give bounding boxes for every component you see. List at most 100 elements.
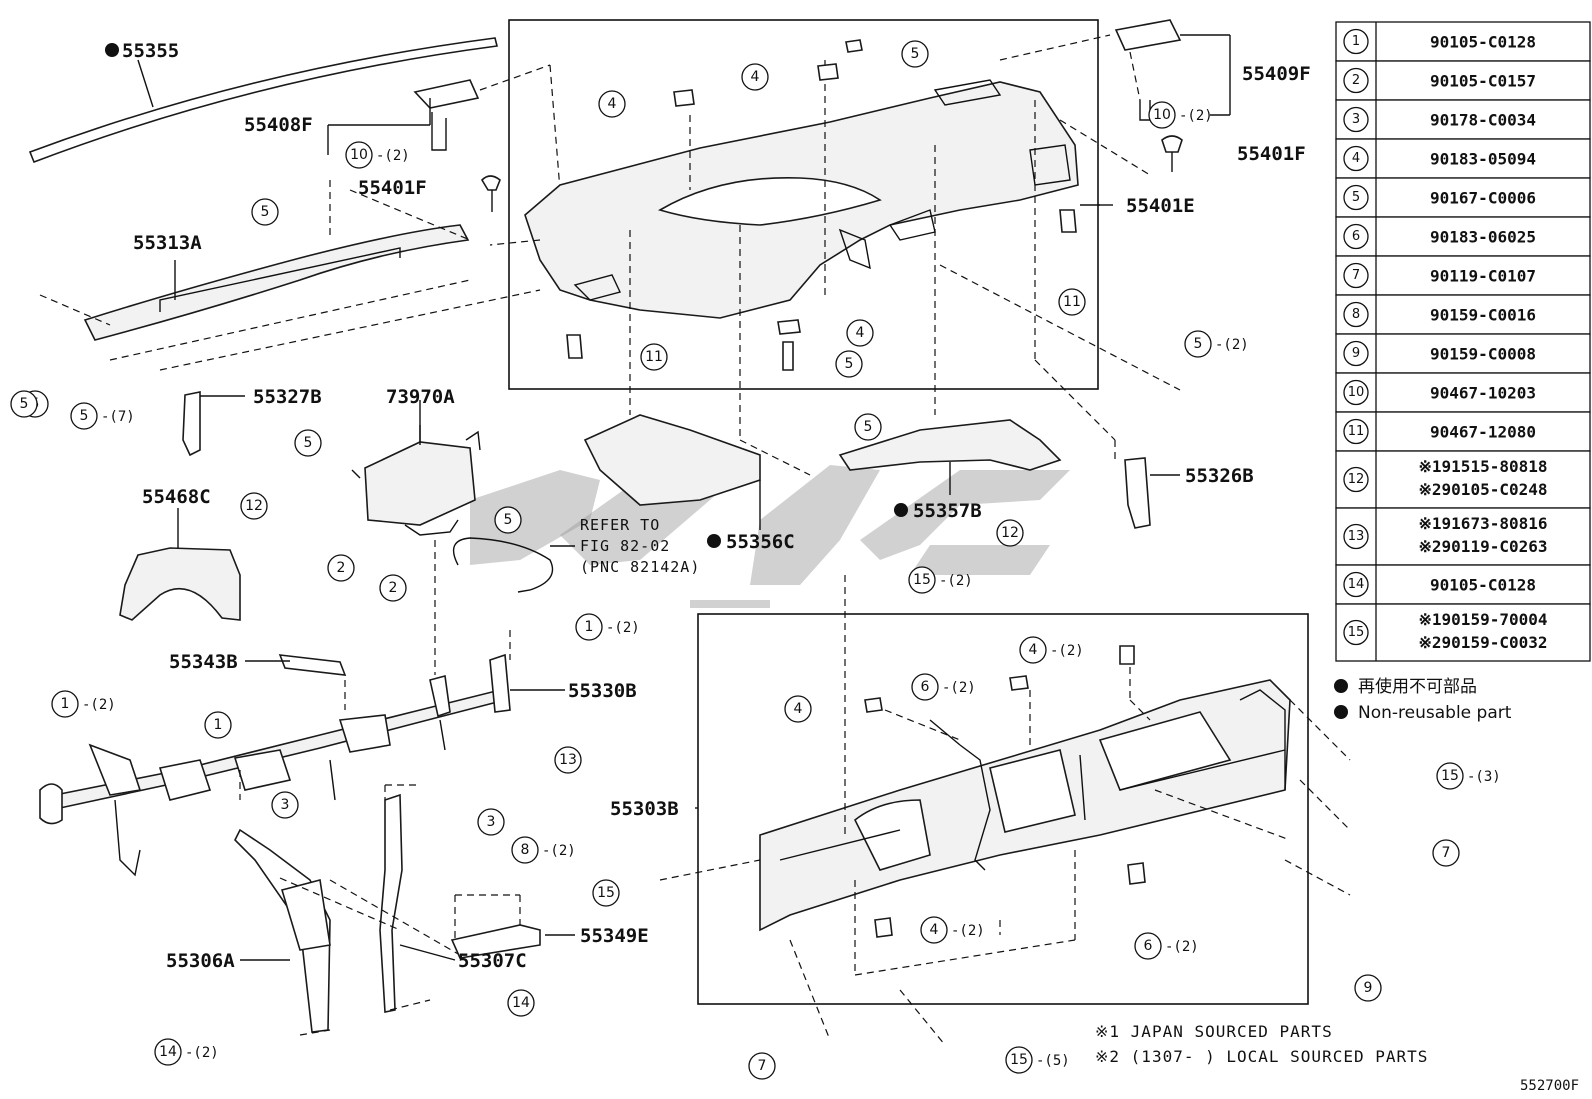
callout-number: 4: [794, 701, 803, 717]
screw: [845, 39, 863, 53]
table-part-number: 90183-06025: [1430, 228, 1536, 247]
callout-c7: 5: [901, 40, 929, 68]
table-index: 12: [1348, 472, 1365, 487]
callout-circle: [51, 690, 79, 718]
callout-circle: [784, 695, 812, 723]
callout-circle: [204, 711, 232, 739]
callout-c22: 2: [379, 574, 407, 602]
clip: [1059, 209, 1077, 233]
callout-circle: [1005, 1046, 1033, 1074]
callout-c26: 13: [554, 746, 582, 774]
callout-number: 6: [921, 679, 930, 695]
leader-line: [137, 59, 154, 108]
callout-c11: 4: [846, 319, 874, 347]
callout-number: 5: [504, 512, 513, 528]
duct-55356C: [583, 414, 761, 506]
callout-circle: [1148, 101, 1176, 129]
non-reusable-dot: [707, 534, 721, 548]
table-part-number: 90105-C0157: [1430, 72, 1536, 91]
side-cover-right: [1114, 19, 1182, 51]
callout-circle: [911, 673, 939, 701]
callout-circle: [1134, 932, 1162, 960]
legend-dot: [1334, 705, 1348, 719]
figure-id: 552700F: [1520, 1078, 1579, 1094]
table-index-circle: [1343, 262, 1369, 289]
table-index: 1: [1352, 34, 1360, 49]
table-index-circle: [1343, 466, 1369, 493]
callout-c12: 5: [835, 350, 863, 378]
callout-number: 4: [856, 325, 865, 341]
callout-circle: [640, 343, 668, 371]
clip: [566, 334, 583, 359]
part-label-55307C: 55307C: [458, 950, 527, 972]
table-index-circle: [1343, 28, 1369, 55]
table-index: 10: [1348, 385, 1365, 400]
table-part-number: 90167-C0006: [1430, 189, 1536, 208]
callout-circle: [345, 141, 373, 169]
callout-quantity: -(2): [1165, 939, 1199, 955]
callout-c24: 1-(2): [51, 690, 116, 718]
callout-quantity: -(2): [1050, 643, 1084, 659]
table-index: 2: [1352, 73, 1360, 88]
callout-number: 4: [751, 69, 760, 85]
legend-en: Non-reusable part: [1358, 703, 1512, 723]
callout-circle: [1184, 330, 1212, 358]
screw: [782, 341, 794, 371]
table-index-circle: [1343, 145, 1369, 172]
clip-55401F: [480, 175, 501, 191]
callout-number: 5: [20, 396, 29, 412]
table-index: 15: [1348, 625, 1365, 640]
callout-circle: [854, 413, 882, 441]
table-index: 9: [1352, 346, 1360, 361]
callout-quantity: -(2): [951, 923, 985, 939]
table-index-circle: [1343, 379, 1369, 406]
part-label-55408F: 55408F: [244, 114, 313, 136]
table-index-circle: [1343, 223, 1369, 250]
lower-reinforcement-55303B: [759, 679, 1291, 932]
callout-number: 7: [758, 1058, 767, 1074]
callout-quantity: -(2): [542, 843, 576, 859]
callout-circle: [70, 402, 98, 430]
callout-quantity: -(2): [939, 573, 973, 589]
callout-quantity: -(2): [376, 148, 410, 164]
airbag-bracket: [404, 519, 459, 536]
part-label-55409F: 55409F: [1242, 63, 1311, 85]
lower-reinforcement-frame: [697, 613, 1309, 1005]
callout-circle: [598, 90, 626, 118]
table-row: 2 90105-C0157: [1335, 60, 1591, 101]
callout-c27: 3: [271, 791, 299, 819]
callout-c17: 5: [494, 506, 522, 534]
part-label-55303B: 55303B: [610, 798, 679, 820]
clip-nut: [673, 89, 695, 107]
callout-circle: [908, 566, 936, 594]
table-part-number: 90119-C0107: [1430, 267, 1536, 286]
callout-circle: [379, 574, 407, 602]
table-index-circle: [1343, 418, 1369, 445]
callout-number: 9: [1364, 980, 1373, 996]
callout-number: 7: [1442, 845, 1451, 861]
callout-circle: [251, 198, 279, 226]
refer-note-line2: FIG 82-02: [580, 537, 670, 555]
bracket-55343B: [278, 654, 347, 676]
callout-c28: 3: [477, 808, 505, 836]
table-index-circle: [1343, 571, 1369, 598]
callout-c36: 4-(2): [920, 916, 985, 944]
callout-quantity: -(7): [101, 409, 135, 425]
part-label-55313A: 55313A: [133, 232, 202, 254]
callout-c8: 10-(2): [1148, 101, 1213, 129]
callout-number: 15: [1010, 1052, 1028, 1068]
callout-c19: 12: [996, 519, 1024, 547]
callout-number: 10: [1153, 107, 1171, 123]
table-index-circle: [1343, 106, 1369, 133]
table-cell-border: [1335, 372, 1591, 413]
callout-c14: 5: [854, 413, 882, 441]
table-cell-border: [1335, 138, 1591, 179]
table-index-circle: [1343, 67, 1369, 94]
callout-number: 14: [512, 995, 530, 1011]
callout-number: 3: [281, 797, 290, 813]
part-label-55401F-right: 55401F: [1237, 143, 1306, 165]
table-part-number: ※191673-80816: [1419, 514, 1548, 533]
